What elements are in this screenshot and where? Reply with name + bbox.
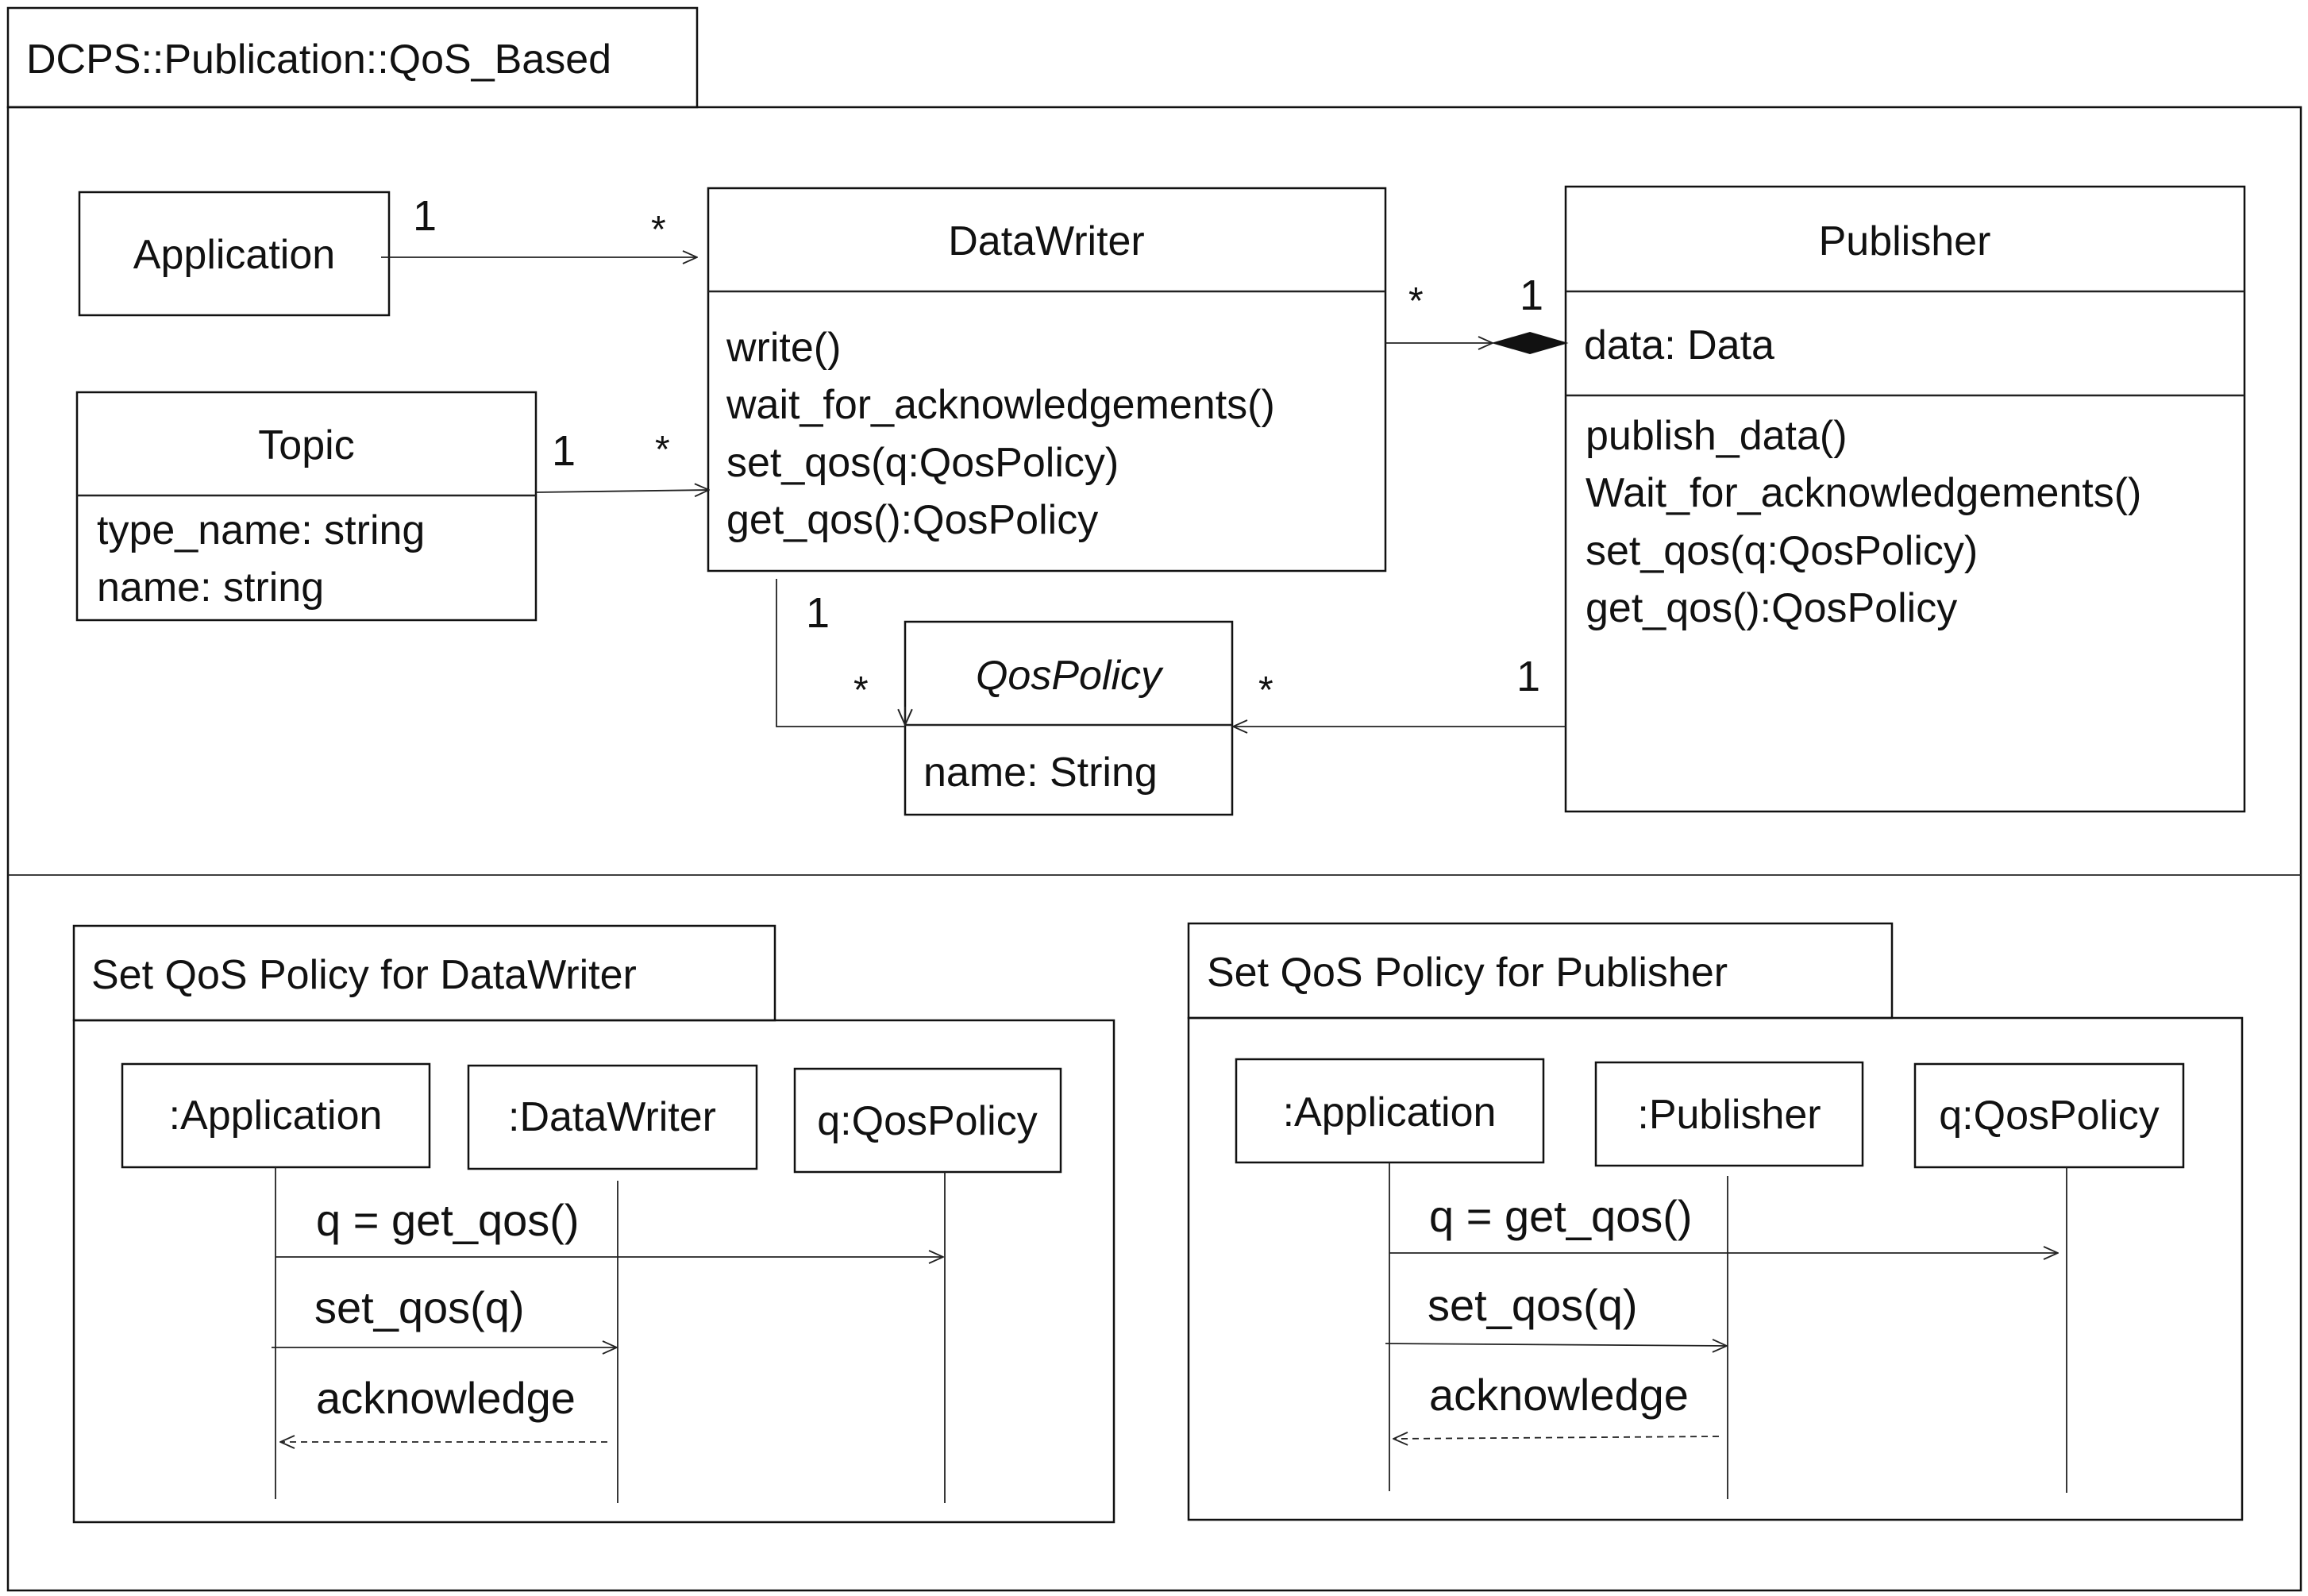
message-get-qos: q = get_qos() [275, 1195, 943, 1257]
class-attribute: type_name: string [97, 507, 425, 553]
class-publisher: Publisher data: Data publish_data() Wait… [1564, 185, 2246, 813]
multiplicity-label: * [853, 669, 869, 711]
lifeline-label: :DataWriter [508, 1094, 716, 1140]
lifeline-qospolicy: q:QosPolicy [1913, 1062, 2185, 1493]
class-name: Publisher [1819, 218, 1991, 264]
sequence-frame-datawriter: Set QoS Policy for DataWriter :Applicati… [72, 924, 1115, 1524]
composition-diamond [1491, 331, 1569, 355]
class-operation: get_qos():QosPolicy [1586, 585, 1957, 631]
lifeline-datawriter: :DataWriter [467, 1064, 758, 1503]
class-attribute: data: Data [1584, 322, 1774, 368]
lifeline-label: :Publisher [1637, 1092, 1821, 1138]
association-publisher-qospolicy: 1 * [1233, 653, 1566, 727]
class-operation: set_qos(q:QosPolicy) [1586, 528, 1978, 574]
message-label: q = get_qos() [1429, 1191, 1693, 1241]
sequence-frame-publisher: Set QoS Policy for Publisher :Applicatio… [1187, 922, 2244, 1521]
multiplicity-label: * [651, 209, 666, 251]
association-datawriter-qospolicy: 1 * [776, 579, 905, 727]
lifeline-application: :Application [1235, 1058, 1545, 1491]
multiplicity-label: 1 [552, 427, 576, 475]
message-label: q = get_qos() [316, 1195, 580, 1245]
class-attribute: name: String [923, 750, 1158, 796]
multiplicity-label: 1 [1520, 272, 1543, 319]
lifeline-label: :Application [169, 1093, 383, 1139]
multiplicity-label: * [1408, 280, 1424, 322]
association-topic-datawriter: 1 * [535, 427, 709, 492]
lifeline-qospolicy: q:QosPolicy [793, 1067, 1062, 1503]
class-operation: Wait_for_acknowledgements() [1586, 470, 2141, 516]
class-name: DataWriter [948, 218, 1145, 264]
class-qospolicy: QosPolicy name: String [904, 620, 1234, 816]
message-label: set_qos(q) [1428, 1280, 1638, 1330]
message-label: acknowledge [1429, 1370, 1689, 1420]
class-operation: set_qos(q:QosPolicy) [726, 440, 1119, 486]
class-name: Topic [258, 422, 354, 468]
multiplicity-label: 1 [806, 589, 830, 637]
class-operation: get_qos():QosPolicy [726, 497, 1098, 543]
association-line [776, 579, 905, 727]
multiplicity-label: * [1258, 669, 1273, 711]
package-frame: DCPS::Publication::QoS_Based [6, 6, 2302, 1592]
multiplicity-label: * [655, 429, 670, 471]
association-application-datawriter: 1 * [381, 192, 697, 257]
message-label: acknowledge [316, 1373, 576, 1423]
class-name: Application [133, 232, 335, 278]
lifeline-label: q:QosPolicy [817, 1098, 1037, 1144]
association-line [535, 490, 709, 492]
composition-datawriter-publisher: * 1 [1385, 272, 1569, 355]
class-datawriter: DataWriter write() wait_for_acknowledgem… [707, 187, 1387, 572]
class-operation: wait_for_acknowledgements() [726, 382, 1275, 428]
class-application: Application [78, 191, 391, 317]
class-operation: publish_data() [1586, 413, 1848, 459]
message-set-qos: set_qos(q) [272, 1282, 617, 1347]
message-acknowledge: acknowledge [1393, 1370, 1720, 1439]
message-get-qos: q = get_qos() [1389, 1191, 2058, 1253]
multiplicity-label: 1 [1516, 653, 1540, 700]
multiplicity-label: 1 [413, 192, 437, 240]
message-acknowledge: acknowledge [280, 1373, 607, 1442]
class-operation: write() [726, 325, 841, 371]
lifeline-label: :Application [1283, 1089, 1497, 1135]
class-topic: Topic type_name: string name: string [75, 391, 538, 622]
message-set-qos: set_qos(q) [1385, 1280, 1727, 1346]
message-label: set_qos(q) [314, 1282, 525, 1332]
lifeline-application: :Application [121, 1062, 431, 1499]
package-title: DCPS::Publication::QoS_Based [26, 37, 611, 83]
sequence-title: Set QoS Policy for Publisher [1207, 950, 1728, 996]
lifeline-label: q:QosPolicy [1939, 1093, 2159, 1139]
class-attribute: name: string [97, 565, 324, 611]
lifeline-publisher: :Publisher [1594, 1061, 1864, 1499]
class-name: QosPolicy [976, 653, 1164, 699]
sequence-title: Set QoS Policy for DataWriter [91, 952, 637, 998]
